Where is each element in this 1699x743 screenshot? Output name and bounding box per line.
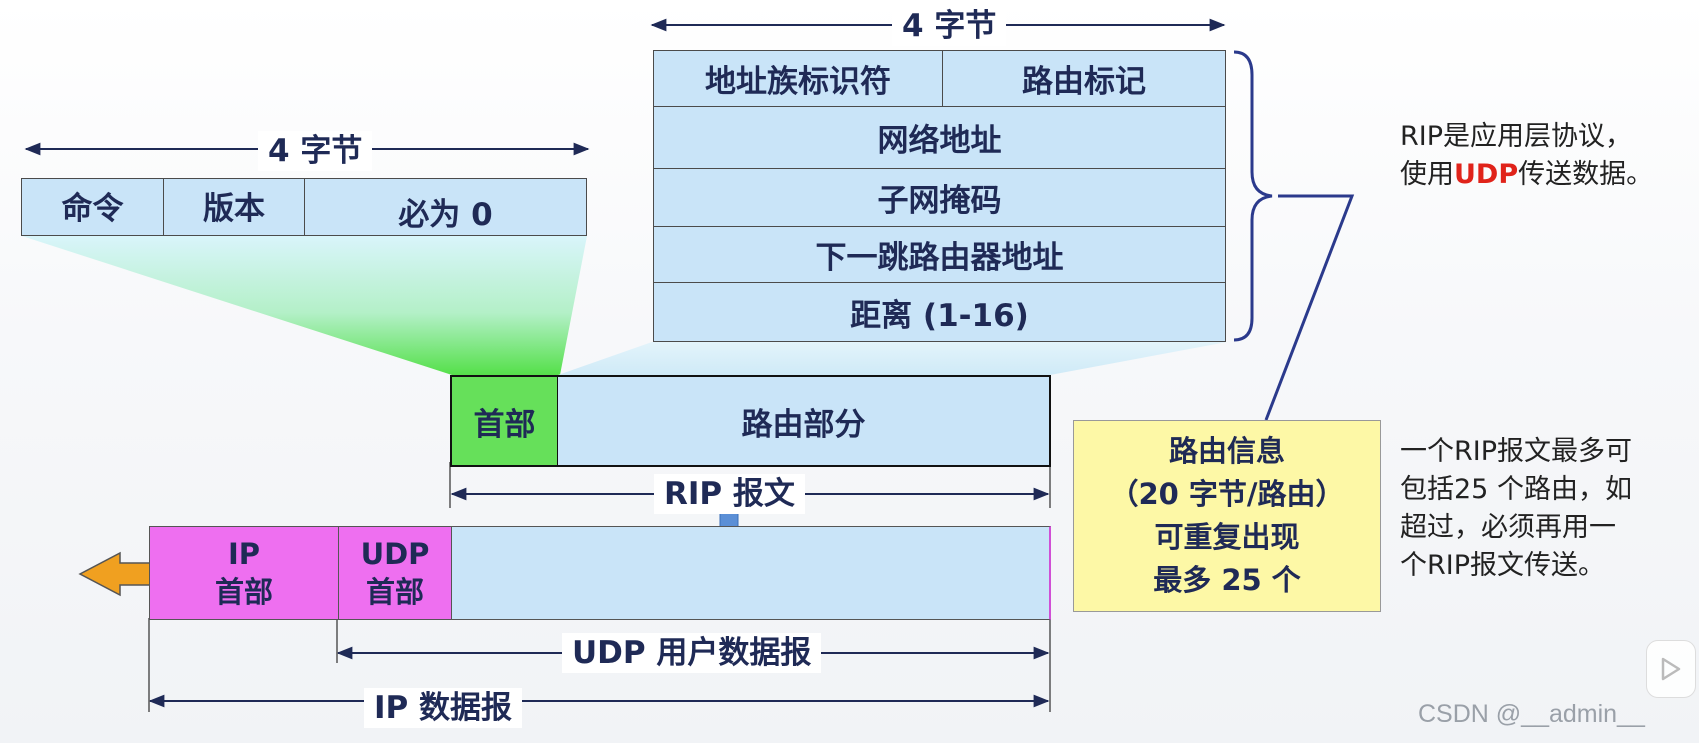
field-version: 版本 — [163, 178, 305, 236]
ip-header-block: IP 首部 — [149, 526, 339, 620]
field-subnet-mask: 子网掩码 — [653, 168, 1226, 227]
ip-span-label: IP 数据报 — [364, 688, 523, 728]
ip-header-line1: IP — [227, 537, 261, 571]
route-info-box: 路由信息 （20 字节/路由） 可重复出现 最多 25 个 — [1073, 420, 1381, 612]
field-address-family: 地址族标识符 — [653, 50, 943, 107]
field-route-tag: 路由标记 — [942, 50, 1226, 107]
rip-header-block: 首部 — [450, 375, 559, 467]
watermark: CSDN @__admin__ — [1418, 700, 1645, 728]
header-funnel — [22, 236, 587, 375]
left-arrow-icon — [78, 551, 151, 597]
field-next-hop: 下一跳路由器地址 — [653, 226, 1226, 283]
ip-header-line2: 首部 — [214, 575, 273, 609]
note2-line3: 超过，必须再用一 — [1400, 512, 1616, 543]
note1-highlight: UDP — [1454, 159, 1519, 190]
field-must-be-zero: 必为 0 — [304, 178, 587, 236]
note2-line1: 一个RIP报文最多可 — [1400, 436, 1633, 467]
route-entry-brace — [1233, 50, 1273, 342]
rip-routing-block: 路由部分 — [557, 375, 1051, 467]
note2-line2: 包括25 个路由，如 — [1400, 474, 1632, 505]
udp-header-line2: 首部 — [365, 575, 424, 609]
route-info-line2: （20 字节/路由） — [1109, 477, 1345, 511]
route-info-line4: 最多 25 个 — [1153, 563, 1301, 597]
brace-connector — [1264, 194, 1355, 421]
field-network-address: 网络地址 — [653, 106, 1226, 169]
rip-span-label: RIP 报文 — [654, 474, 805, 514]
note1-line2: 使用UDP传送数据。 — [1400, 159, 1654, 190]
note2-line4: 个RIP报文传送。 — [1400, 550, 1606, 581]
route-info-line1: 路由信息 — [1168, 434, 1285, 468]
routing-funnel — [558, 342, 1227, 375]
field-command: 命令 — [21, 178, 164, 236]
play-icon[interactable] — [1646, 640, 1696, 698]
udp-span-label: UDP 用户数据报 — [562, 633, 822, 673]
udp-data-block — [451, 526, 1051, 620]
udp-header-block: UDP 首部 — [338, 526, 452, 620]
note1-line1: RIP是应用层协议， — [1400, 121, 1633, 152]
field-distance: 距离 (1-16) — [653, 282, 1226, 342]
route-entry-width-label: 4 字节 — [892, 6, 1007, 46]
note-max-routes: 一个RIP报文最多可 包括25 个路由，如 超过，必须再用一 个RIP报文传送。 — [1400, 433, 1632, 585]
udp-header-line1: UDP — [360, 537, 430, 571]
header-width-label: 4 字节 — [258, 131, 373, 171]
route-info-line3: 可重复出现 — [1154, 520, 1300, 554]
note-rip-protocol: RIP是应用层协议， 使用UDP传送数据。 — [1400, 118, 1653, 194]
